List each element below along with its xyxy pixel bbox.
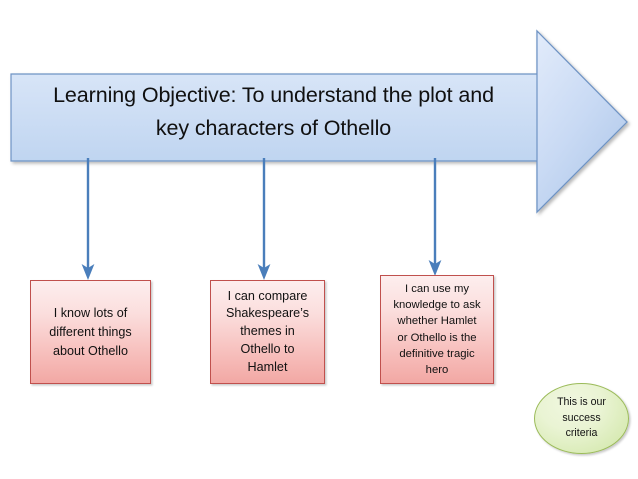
connector-arrow-2 xyxy=(255,158,273,282)
success-criteria-oval[interactable]: This is our success criteria xyxy=(534,383,629,454)
connector-arrow-1 xyxy=(79,158,97,282)
connector-arrow-3 xyxy=(426,158,444,278)
learning-objective-text: Learning Objective: To understand the pl… xyxy=(53,83,494,140)
criteria-box-1[interactable]: I know lots of different things about Ot… xyxy=(30,280,151,384)
criteria-box-2[interactable]: I can compare Shakespeare’s themes in Ot… xyxy=(210,280,325,384)
criteria-box-3[interactable]: I can use my knowledge to ask whether Ha… xyxy=(380,275,494,384)
learning-objective-arrow[interactable] xyxy=(6,26,634,218)
